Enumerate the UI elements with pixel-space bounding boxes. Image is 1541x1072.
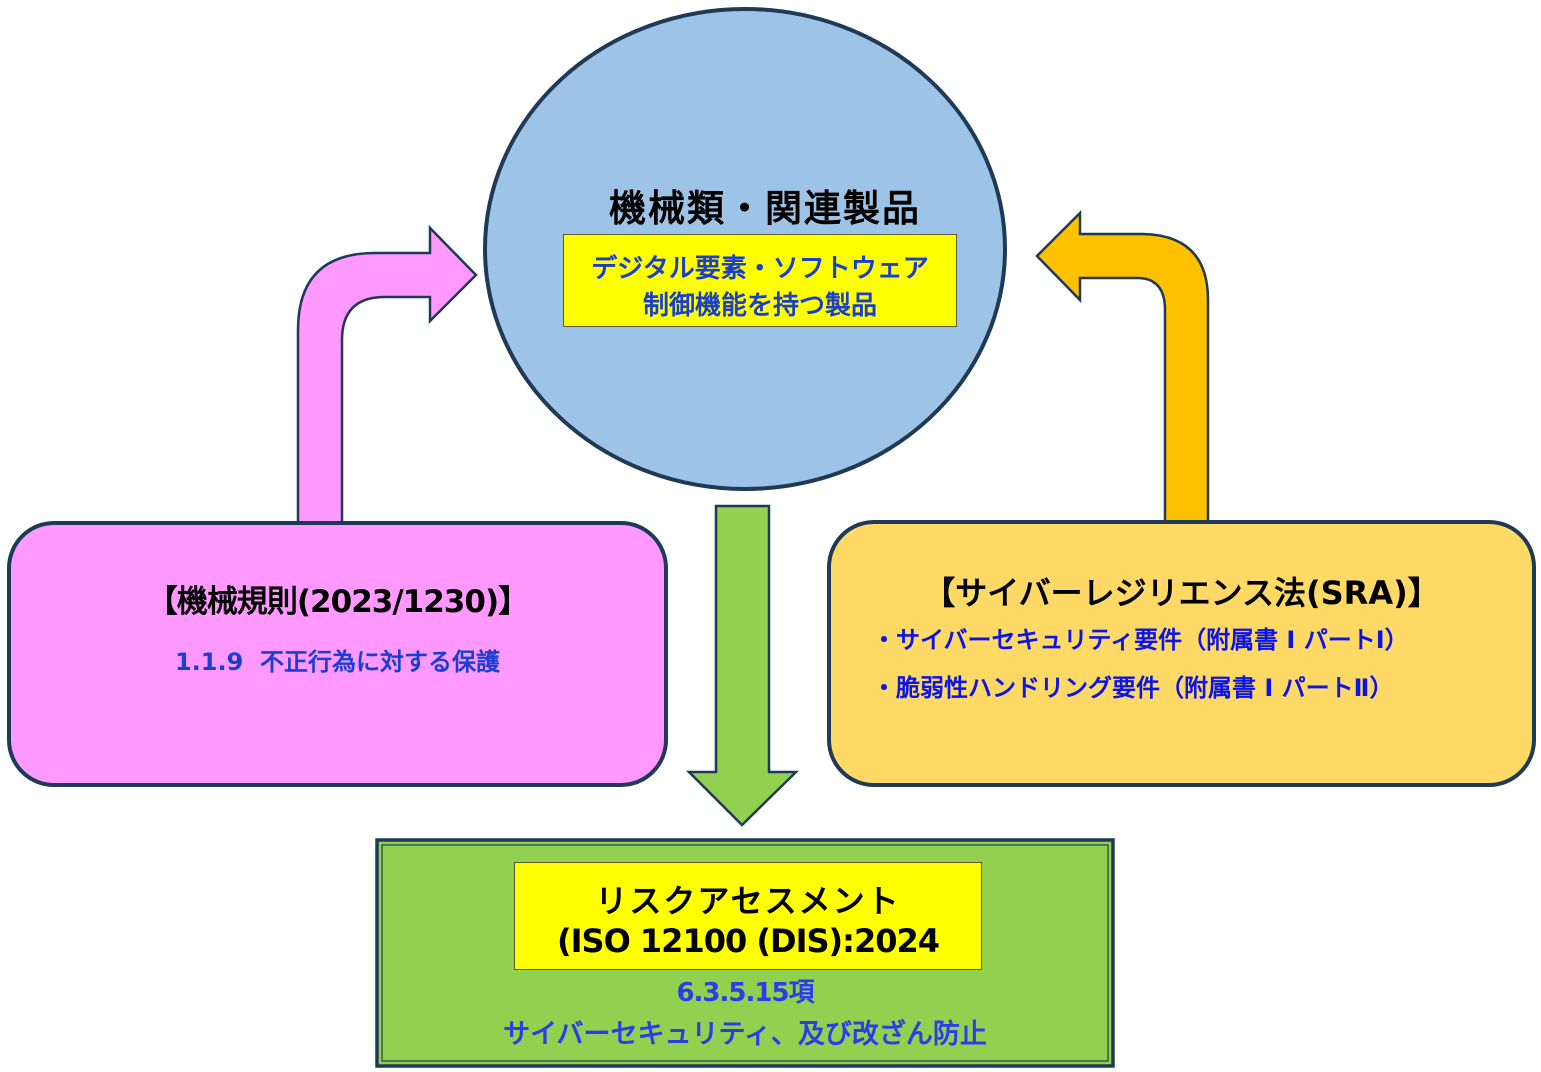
center-title: 機械類・関連製品 — [609, 187, 921, 230]
left-box-item: 1.1.9 不正行為に対する保護 — [174, 648, 501, 676]
right-box-item-2: ・脆弱性ハンドリング要件（附属書 I パートⅡ） — [872, 674, 1394, 702]
orange-arrow-right-to-center — [1035, 209, 1210, 526]
right-box-item-1: ・サイバーセキュリティ要件（附属書 I パートⅠ） — [872, 626, 1409, 654]
bottom-box-inner-border — [381, 844, 1109, 1062]
bottom-clause: 6.3.5.15項 — [676, 978, 814, 1008]
center-highlight-box — [563, 234, 957, 327]
bottom-title-line1: リスクアセスメント — [595, 882, 901, 920]
left-box-shape — [7, 521, 668, 787]
right-box-shape — [827, 520, 1536, 787]
center-highlight-line1: デジタル要素・ソフトウェア — [591, 254, 929, 284]
green-arrow-center-to-bottom — [685, 504, 800, 827]
center-highlight-line2: 制御機能を持つ製品 — [642, 291, 877, 321]
right-box-title: 【サイバーレジリエンス法(SRA)】 — [923, 574, 1440, 612]
left-box-title: 【機械規則(2023/1230)】 — [146, 584, 529, 620]
bottom-title-line2: (ISO 12100 (DIS):2024 — [556, 922, 940, 960]
bottom-subject: サイバーセキュリティ、及び改ざん防止 — [503, 1019, 987, 1050]
pink-arrow-left-to-center — [296, 224, 478, 526]
bottom-highlight-box — [514, 862, 982, 970]
